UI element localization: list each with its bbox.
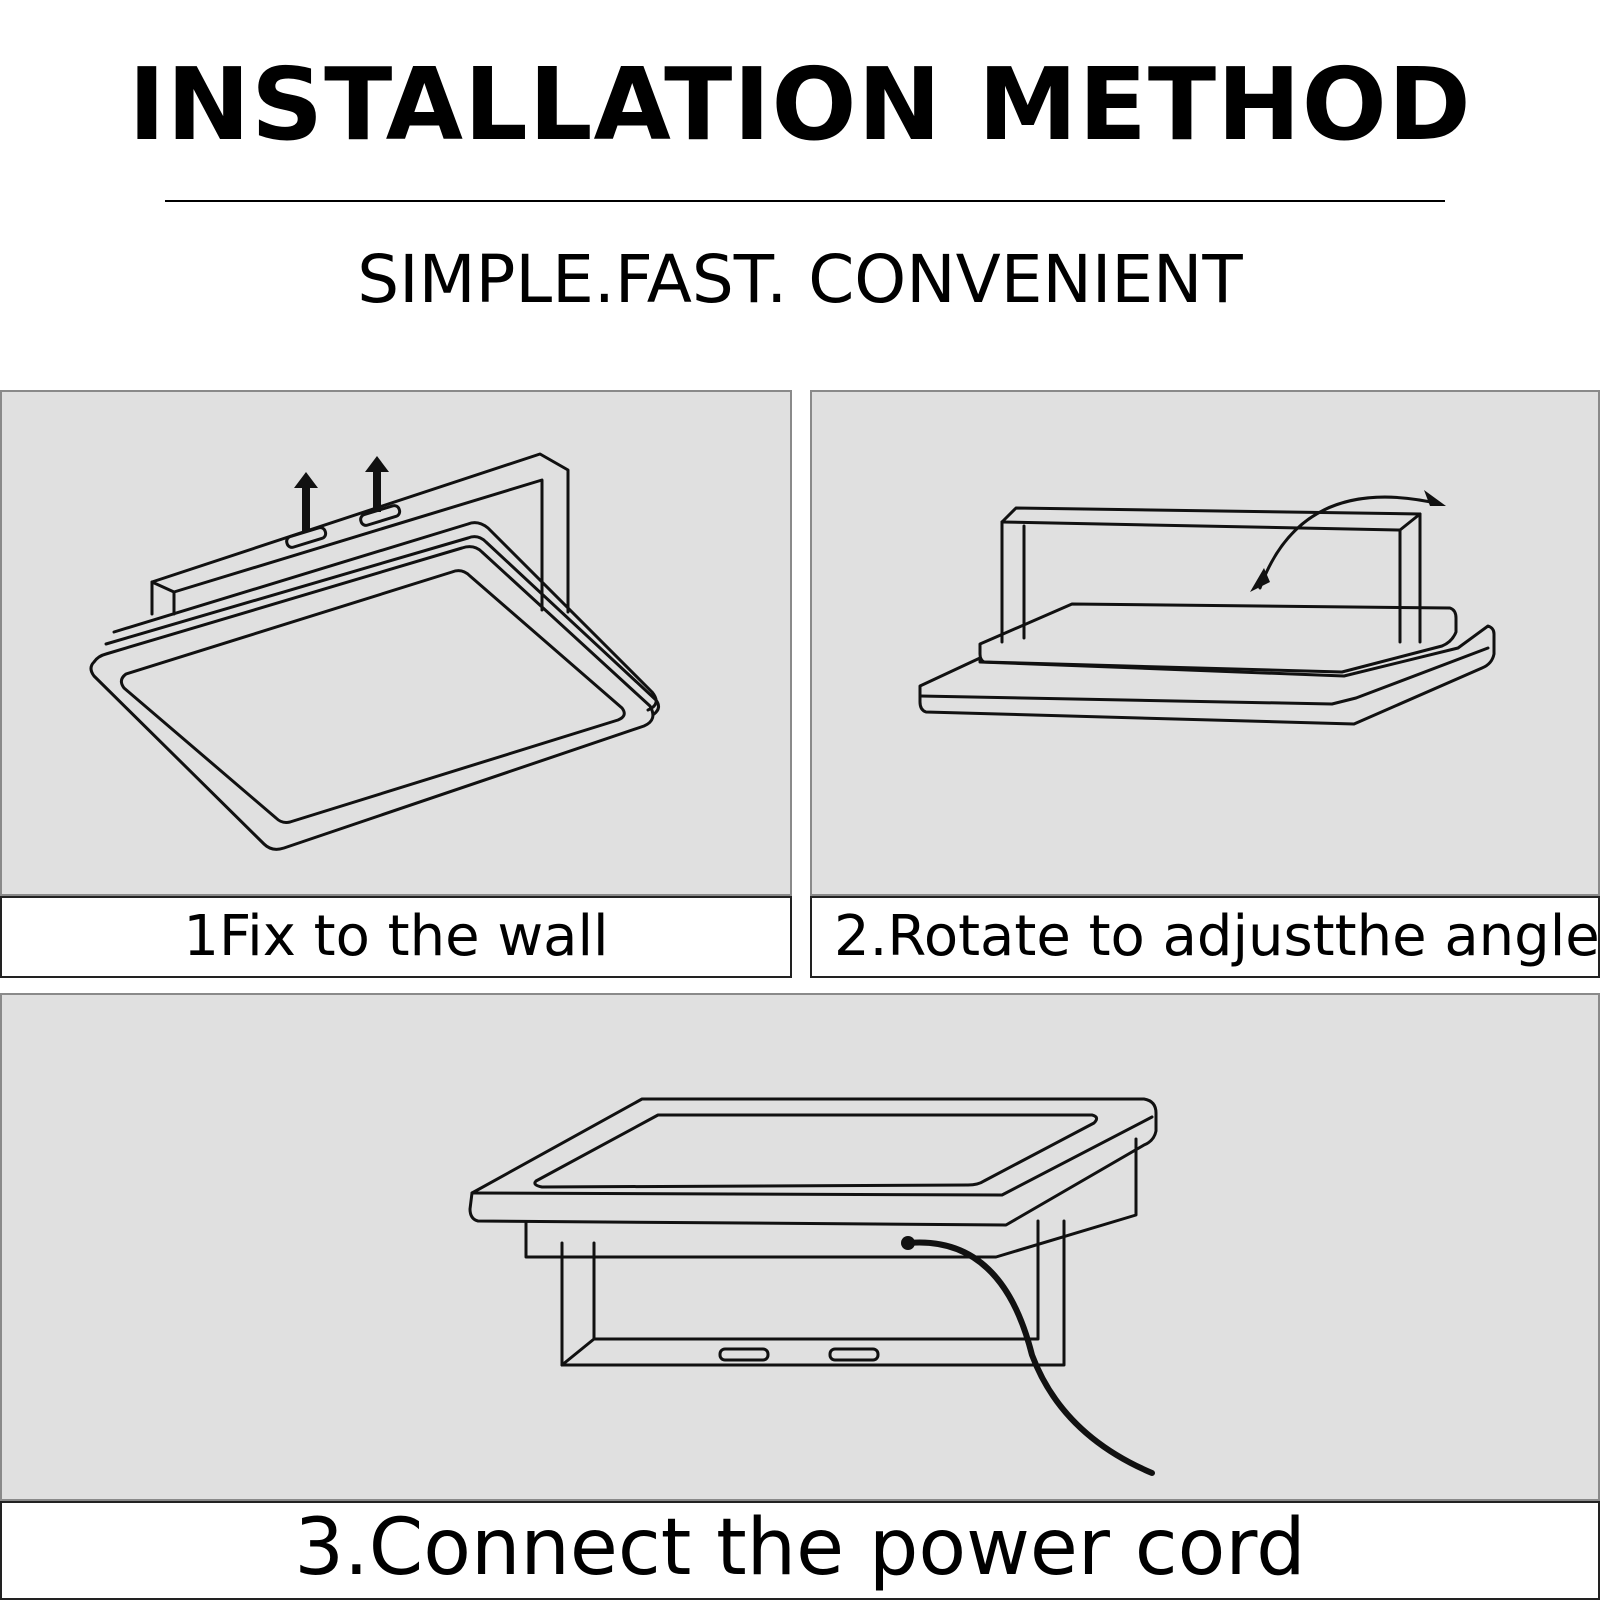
page-subtitle: SIMPLE.FAST. CONVENIENT (357, 241, 1243, 318)
step-3-illustration-panel (0, 993, 1600, 1501)
step-3-caption-box: 3.Connect the power cord (0, 1501, 1600, 1600)
fix-to-wall-illustration (89, 452, 661, 851)
step-1-illustration-panel (0, 390, 792, 896)
step-1-caption-box: 1Fix to the wall (0, 896, 792, 978)
step-2-caption: 2.Rotate to adjustthe angle (834, 904, 1600, 969)
step-2-illustration-panel (810, 390, 1600, 896)
connect-power-cord-illustration (468, 1097, 1158, 1476)
title-divider (165, 200, 1445, 202)
step-1-caption: 1Fix to the wall (183, 904, 609, 969)
step-3-caption: 3.Connect the power cord (294, 1503, 1306, 1593)
rotate-angle-illustration (918, 490, 1496, 726)
page-title: INSTALLATION METHOD (128, 46, 1472, 163)
step-2-caption-box: 2.Rotate to adjustthe angle (810, 896, 1600, 978)
